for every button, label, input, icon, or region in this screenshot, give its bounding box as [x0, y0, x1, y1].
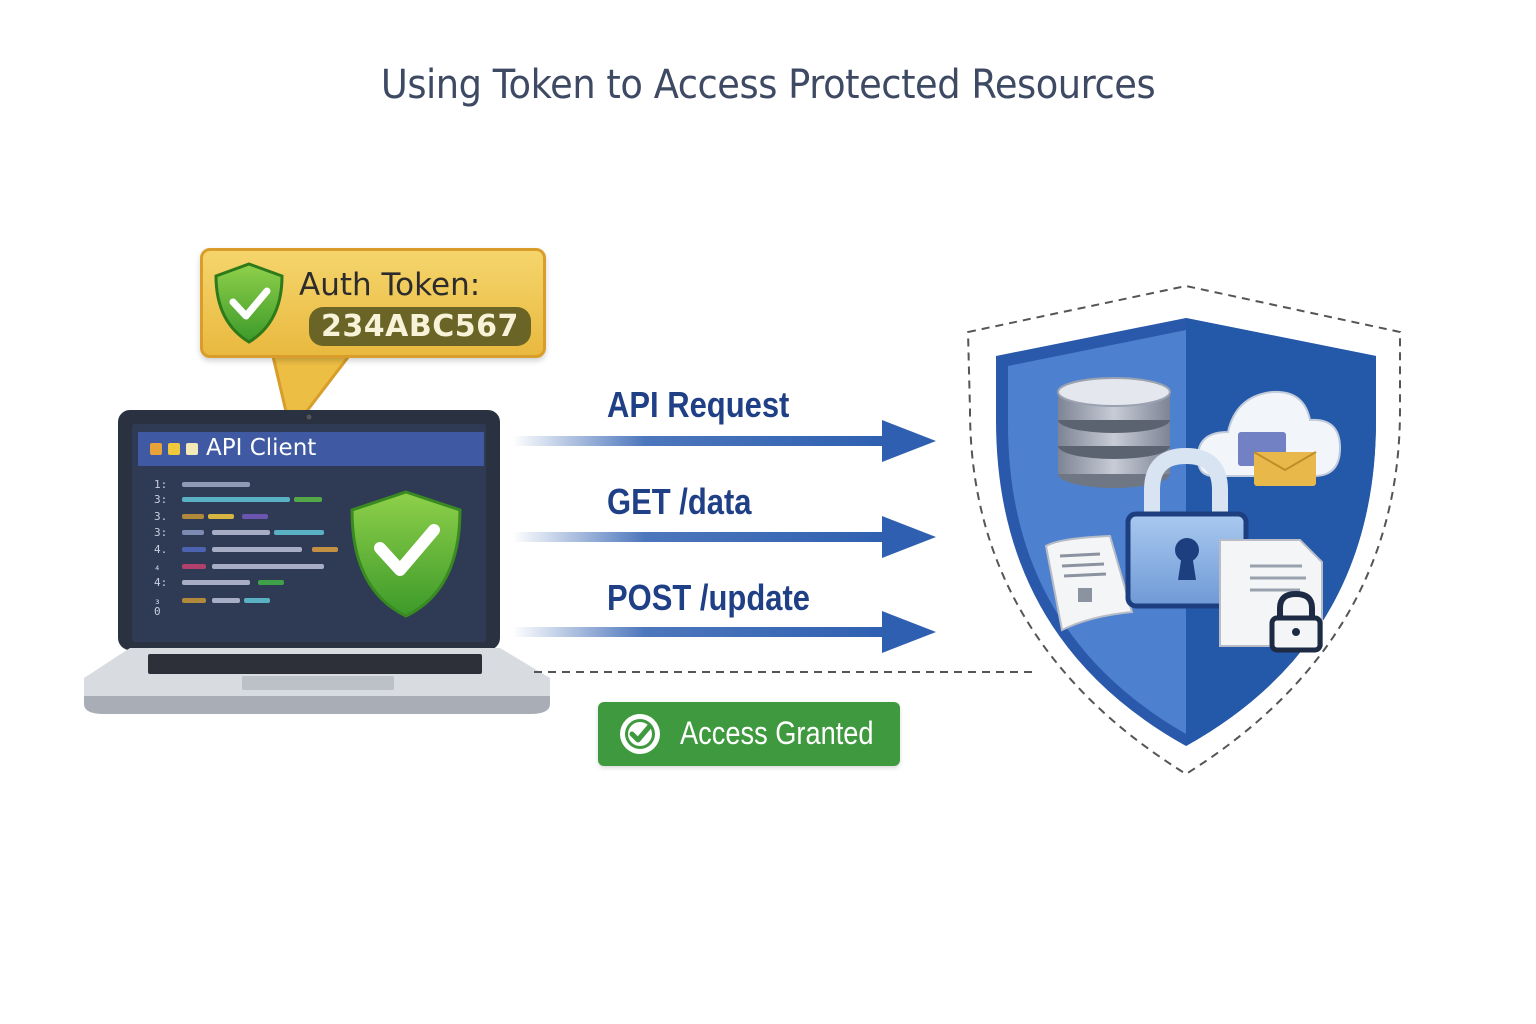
post-update-label: POST /update — [607, 577, 810, 618]
window-dot — [150, 443, 162, 455]
line-number: ₃ — [154, 594, 161, 607]
database-icon — [1057, 377, 1171, 488]
line-number: 4: — [154, 576, 168, 589]
line-number: 3: — [154, 493, 168, 506]
line-number: 3. — [154, 510, 168, 523]
auth-token-tag: Auth Token: 234ABC567 — [200, 248, 546, 358]
api-request-label: API Request — [607, 384, 790, 425]
code-lines — [182, 482, 338, 603]
access-granted-badge: Access Granted — [598, 702, 900, 766]
line-number: ₄ — [154, 560, 161, 573]
line-number: 0 — [154, 605, 161, 618]
shield-check-icon — [350, 490, 462, 618]
line-number: 1: — [154, 478, 168, 491]
cloud-folder-icon — [1196, 390, 1342, 486]
window-dot — [186, 443, 198, 455]
line-number: 4. — [154, 543, 168, 556]
line-number: 3: — [154, 526, 168, 539]
api-client-titlebar: API Client — [138, 432, 484, 466]
page-title: Using Token to Access Protected Resource… — [380, 62, 1156, 108]
access-granted-label: Access Granted — [680, 715, 874, 751]
check-circle-icon — [620, 714, 660, 754]
window-dot — [168, 443, 180, 455]
token-pointer — [270, 350, 356, 422]
api-client-title: API Client — [206, 435, 317, 461]
auth-token-label: Auth Token: — [299, 267, 481, 303]
auth-token-value: 234ABC567 — [309, 307, 531, 346]
request-arrows — [512, 420, 936, 653]
get-data-label: GET /data — [607, 481, 752, 522]
document-icon — [1044, 534, 1134, 632]
locked-document-icon — [1219, 539, 1323, 653]
